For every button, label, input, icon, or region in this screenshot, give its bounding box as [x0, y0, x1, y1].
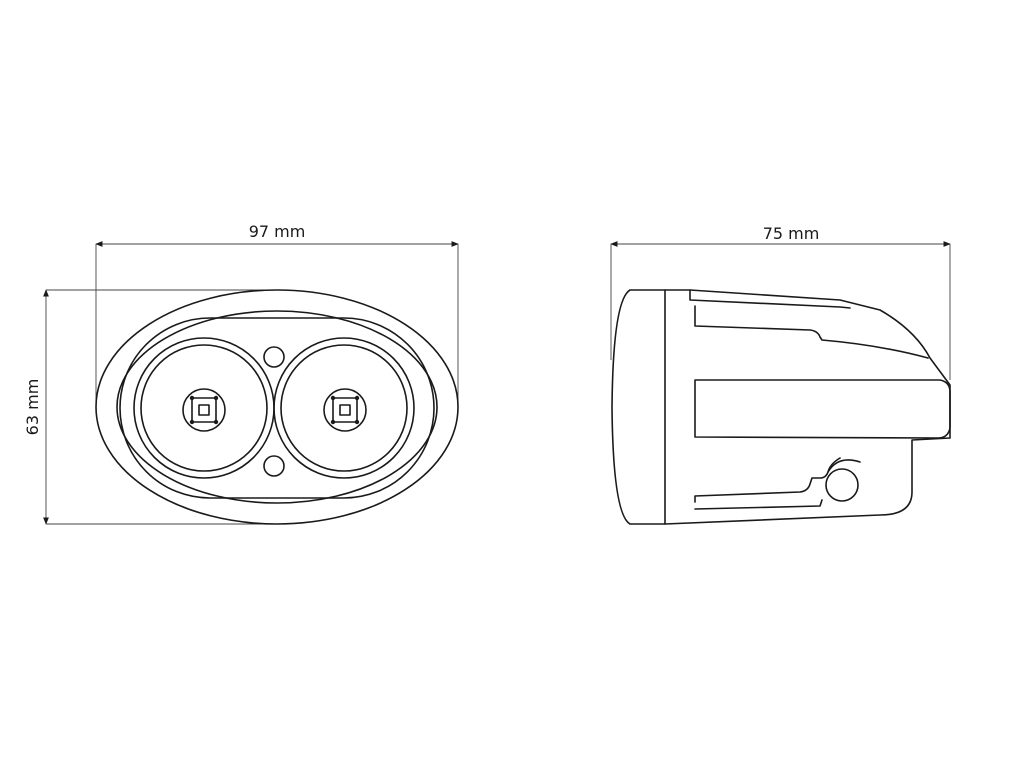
bottom-screw-hole: [263, 455, 285, 477]
top-rib: [689, 289, 851, 309]
mounting-bolt-icon: [825, 468, 859, 502]
bracket-curve: [827, 459, 861, 473]
side-view: 75 mm: [610, 224, 951, 525]
height-dimension-label: 63 mm: [23, 379, 42, 436]
left-reflector: [133, 337, 275, 479]
width-dimension-label: 97 mm: [249, 222, 306, 241]
inner-bezel: [116, 310, 438, 504]
lens-frame: [119, 317, 435, 499]
depth-dimension-label: 75 mm: [763, 224, 820, 243]
lower-rib: [694, 499, 823, 510]
right-led-icon: [323, 388, 367, 432]
lower-cooling-fin: [694, 457, 841, 503]
right-reflector: [273, 337, 415, 479]
lens-cap: [611, 289, 666, 525]
left-led-icon: [182, 388, 226, 432]
housing-body: [664, 289, 951, 525]
top-cooling-fin: [694, 305, 929, 359]
top-screw-hole: [263, 346, 285, 368]
front-view: 97 mm 63 mm: [23, 222, 459, 525]
outer-housing: [95, 289, 459, 525]
mounting-rail: [694, 379, 951, 439]
